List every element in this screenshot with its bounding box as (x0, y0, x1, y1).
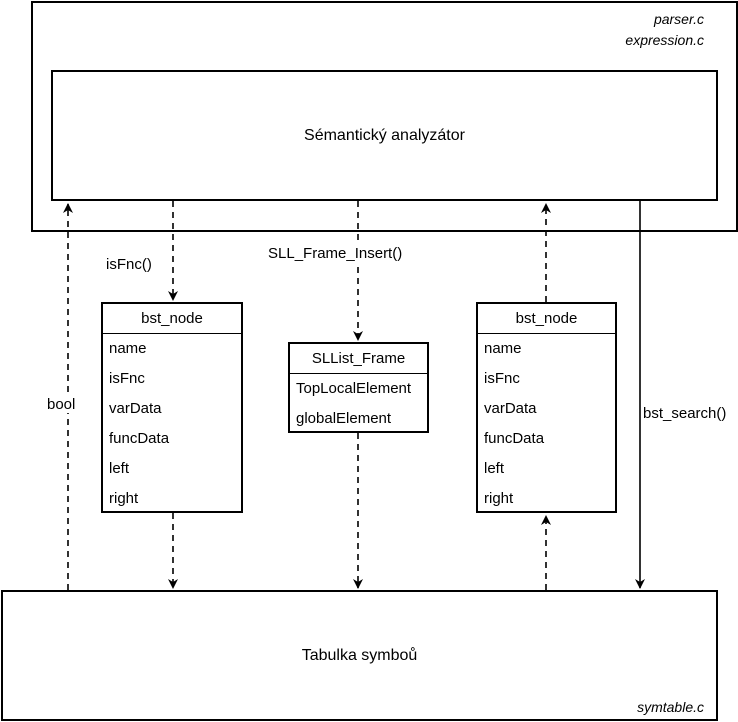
bool-label: bool (47, 396, 76, 413)
parser-file-label: parser.c (653, 11, 704, 27)
bst-node-right-field-right: right (484, 490, 514, 507)
symbol-table-title: Tabulka symboů (301, 646, 418, 664)
bst-search-label: bst_search() (643, 405, 727, 422)
bst-node-left-title: bst_node (103, 304, 241, 334)
bst-node-left: bst_node name isFnc varData funcData lef… (101, 302, 243, 513)
semantic-analyzer-title: Sémantický analyzátor (304, 126, 465, 144)
sllist-frame-field-toplocal: TopLocalElement (296, 380, 412, 397)
bst-node-right-field-left: left (484, 460, 505, 477)
bst-node-left-field-left: left (109, 460, 130, 477)
bst-node-right-title: bst_node (478, 304, 615, 334)
bst-node-right-field-vardata: varData (484, 400, 537, 417)
expression-file-label: expression.c (625, 32, 704, 48)
isfnc-label: isFnc() (106, 256, 152, 273)
symbol-table-box: Tabulka symboů (1, 590, 718, 721)
bst-node-left-field-name: name (109, 340, 147, 357)
bst-node-right: bst_node name isFnc varData funcData lef… (476, 302, 617, 513)
bst-node-right-field-isfnc: isFnc (484, 370, 520, 387)
bst-node-right-field-name: name (484, 340, 522, 357)
bst-node-left-field-vardata: varData (109, 400, 162, 417)
semantic-analyzer-box: Sémantický analyzátor (51, 70, 718, 201)
symtable-file-label: symtable.c (637, 699, 704, 715)
bst-node-left-field-isfnc: isFnc (109, 370, 145, 387)
sllist-frame: SLList_Frame TopLocalElement globalEleme… (288, 342, 429, 433)
bst-node-left-field-funcdata: funcData (109, 430, 170, 447)
sllist-frame-field-global: globalElement (296, 410, 392, 427)
sllist-frame-title: SLList_Frame (290, 344, 427, 374)
bst-node-left-field-right: right (109, 490, 139, 507)
sll-frame-insert-label: SLL_Frame_Insert() (268, 245, 403, 262)
bst-node-right-field-funcdata: funcData (484, 430, 545, 447)
